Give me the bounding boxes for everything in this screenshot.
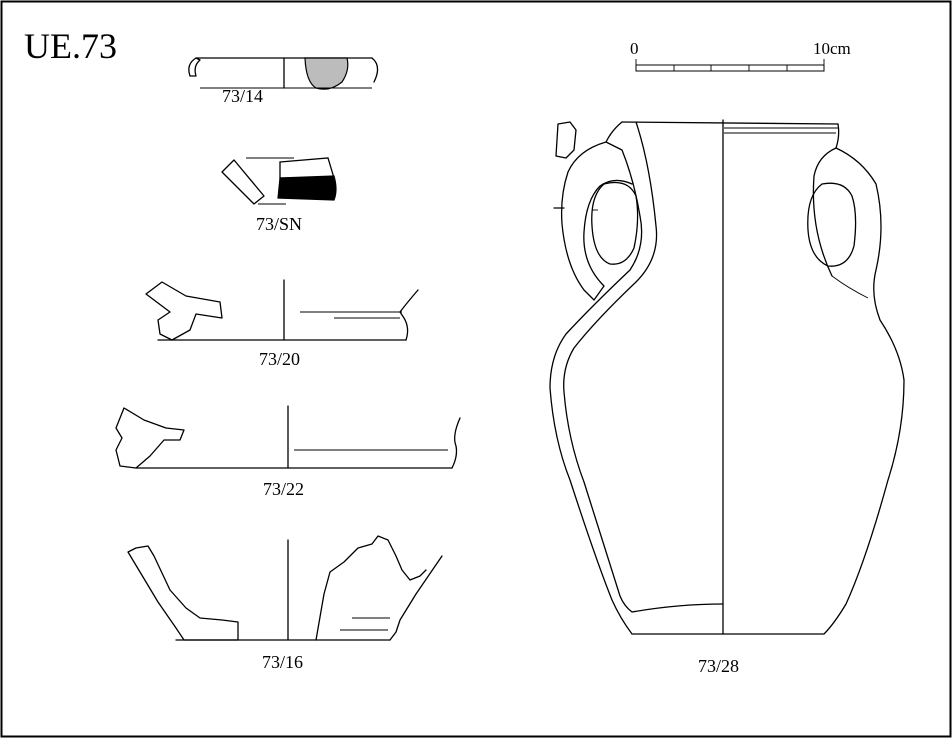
section-white [279,157,335,179]
section-grey [304,57,349,90]
scale-bar-box [635,64,825,72]
fragment-label-73-28: 73/28 [698,656,739,676]
fragment-label-73-22: 73/22 [263,479,304,499]
scale-bar: 0 10cm [630,39,851,72]
fragment-label-73-16: 73/16 [262,652,303,672]
fragment-73-28-drawing [549,119,905,635]
fragment-73-sn-drawing [221,157,337,205]
scale-start-label: 0 [630,39,639,58]
plate-title: UE.73 [24,26,117,66]
fragment-73-14-drawing [188,57,379,90]
fragment-label-73-sn: 73/SN [256,214,302,234]
fragment-73-16-drawing [127,535,443,641]
fragment-73-20-drawing [145,279,419,341]
fragment-73-22-drawing [115,405,461,469]
section-black [277,175,337,201]
fragment-label-73-14: 73/14 [222,86,263,106]
fragment-label-73-20: 73/20 [259,349,300,369]
scale-end-label: 10cm [813,39,851,58]
